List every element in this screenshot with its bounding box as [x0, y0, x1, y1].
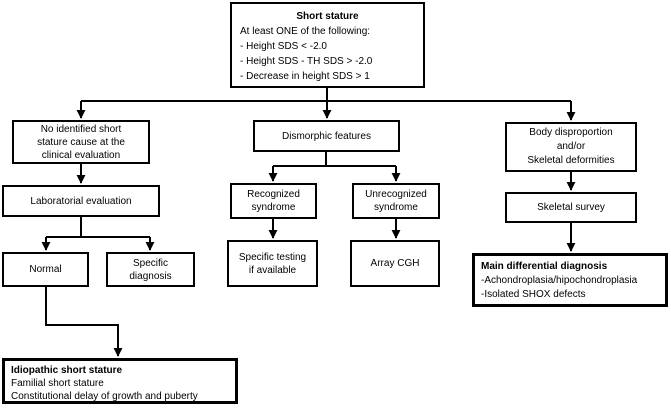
box-line: Skeletal deformities: [527, 155, 615, 166]
flowchart-box-array-cgh: Array CGH: [350, 240, 440, 287]
criterion-line: At least ONE of the following:: [240, 26, 371, 37]
box-line: syndrome: [374, 202, 418, 213]
criterion-line: - Height SDS < -2.0: [240, 41, 327, 52]
flowchart-box-normal: Normal: [2, 252, 89, 287]
box-label: Dismorphic features: [282, 130, 371, 142]
box-title: Main differential diagnosis: [481, 261, 608, 272]
box-line: No identified short: [40, 123, 122, 135]
box-label: Array CGH: [370, 258, 420, 269]
box-line: Body disproportion: [529, 127, 613, 138]
box-line: Specific testing: [238, 251, 307, 263]
box-label: Skeletal survey: [537, 202, 605, 213]
box-label: Laboratorial evaluation: [30, 195, 132, 207]
criterion-line: - Decrease in height SDS > 1: [240, 71, 370, 82]
flowchart-box-unrecognized-syndrome: Unrecognized syndrome: [352, 183, 440, 219]
box-label: Normal: [29, 264, 62, 275]
flowchart-box-main-differential-diagnosis: Main differential diagnosis -Achondropla…: [472, 253, 668, 307]
flowchart-box-body-disproportion: Body disproportion and/or Skeletal defor…: [505, 122, 637, 172]
box-line: diagnosis: [129, 270, 172, 282]
box-line: stature cause at the: [37, 136, 125, 148]
box-line: Unrecognized: [365, 189, 427, 200]
flowchart-box-specific-testing: Specific testing if available: [227, 240, 318, 287]
flowchart-box-specific-diagnosis: Specific diagnosis: [106, 252, 195, 287]
box-title: Short stature: [296, 11, 359, 22]
box-line: Recognized: [247, 189, 300, 200]
box-line: Constitutional delay of growth and puber…: [11, 391, 198, 402]
box-line: -Isolated SHOX defects: [481, 289, 586, 300]
connector-normal-to-idiopathic: [45, 287, 123, 357]
box-line: and/or: [556, 141, 586, 152]
box-line: syndrome: [251, 202, 296, 213]
box-line: -Achondroplasia/hipochondroplasia: [481, 275, 638, 286]
criterion-line: - Height SDS - TH SDS > -2.0: [240, 56, 373, 67]
flowchart-box-laboratorial-evaluation: Laboratorial evaluation: [2, 185, 160, 217]
box-title: Idiopathic short stature: [11, 365, 123, 376]
box-line: Familial short stature: [11, 378, 104, 389]
box-line: Specific: [132, 257, 168, 269]
flowchart-box-skeletal-survey: Skeletal survey: [505, 192, 637, 223]
flowchart-box-dismorphic-features: Dismorphic features: [253, 120, 400, 152]
box-line: if available: [248, 264, 297, 276]
flowchart-box-short-stature: Short stature At least ONE of the follow…: [230, 2, 425, 88]
box-line: clinical evaluation: [41, 149, 121, 161]
flowchart-box-no-identified-cause: No identified short stature cause at the…: [12, 120, 150, 164]
flowchart-box-recognized-syndrome: Recognized syndrome: [230, 183, 317, 219]
flowchart-box-idiopathic-short-stature: Idiopathic short stature Familial short …: [2, 358, 238, 404]
